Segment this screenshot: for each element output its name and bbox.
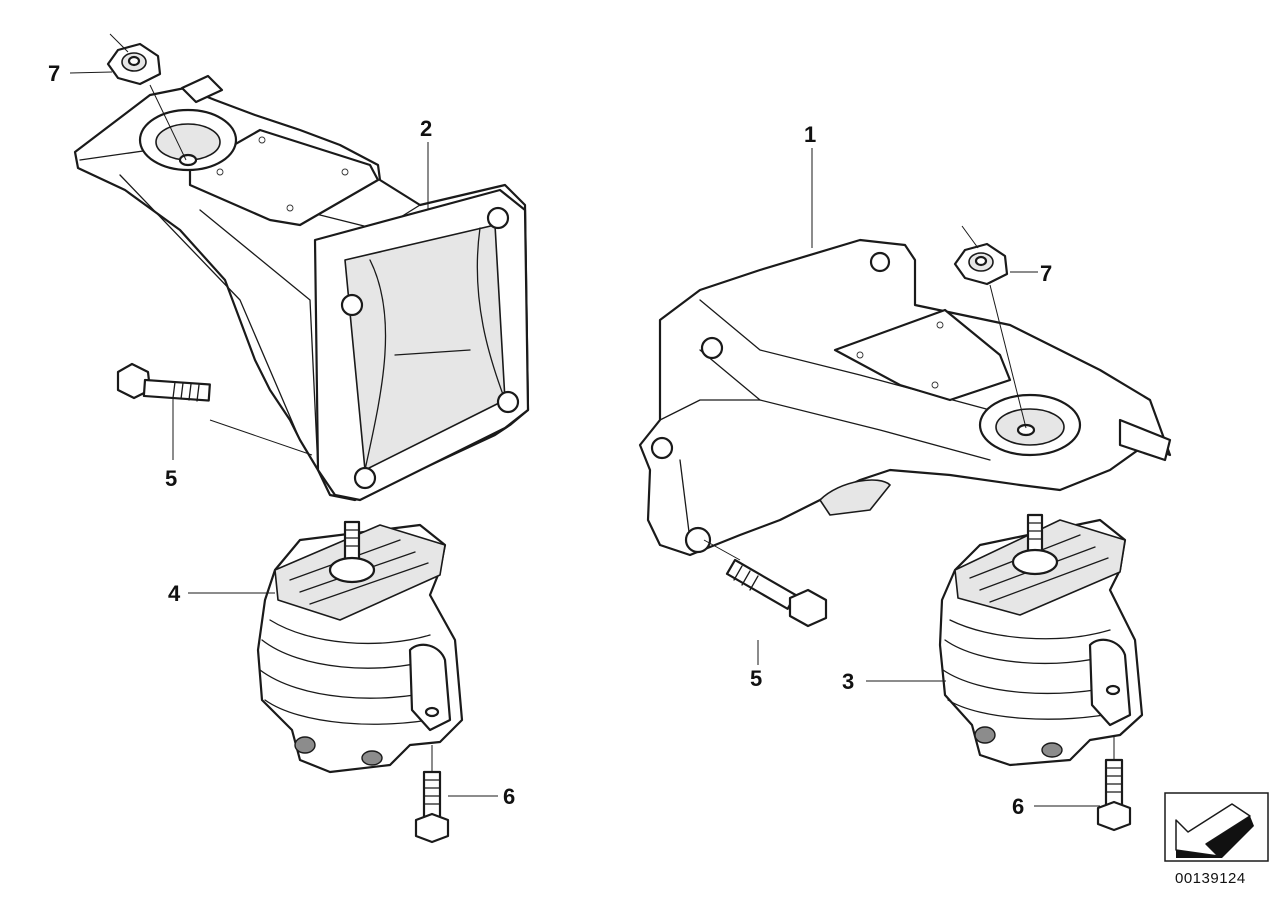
callout-7-right: 7 xyxy=(1040,261,1052,286)
callout-6-right: 6 xyxy=(1012,794,1024,819)
callout-4: 4 xyxy=(168,581,181,606)
callout-3: 3 xyxy=(842,669,854,694)
hex-nut-left[interactable] xyxy=(106,42,162,86)
catalog-number: 00139124 xyxy=(1175,870,1246,887)
orientation-arrow-icon xyxy=(1164,792,1269,862)
callout-2: 2 xyxy=(420,116,432,141)
engine-bracket-right[interactable] xyxy=(638,238,1172,557)
callout-1: 1 xyxy=(804,122,816,147)
engine-mount-left[interactable] xyxy=(256,520,464,774)
hex-nut-right[interactable] xyxy=(953,242,1009,286)
callout-5-right: 5 xyxy=(750,666,762,691)
callout-6-left: 6 xyxy=(503,784,515,809)
callout-7-left: 7 xyxy=(48,61,60,86)
leader-lines xyxy=(69,33,1115,807)
flange-bolt-left[interactable] xyxy=(116,362,211,402)
mount-bolt-left[interactable] xyxy=(414,770,450,844)
mount-bolt-right[interactable] xyxy=(1096,758,1132,832)
engine-bracket-left[interactable] xyxy=(73,74,530,502)
flange-bolt-right[interactable] xyxy=(725,558,828,628)
engine-mount-right[interactable] xyxy=(938,513,1144,767)
callout-5-left: 5 xyxy=(165,466,177,491)
